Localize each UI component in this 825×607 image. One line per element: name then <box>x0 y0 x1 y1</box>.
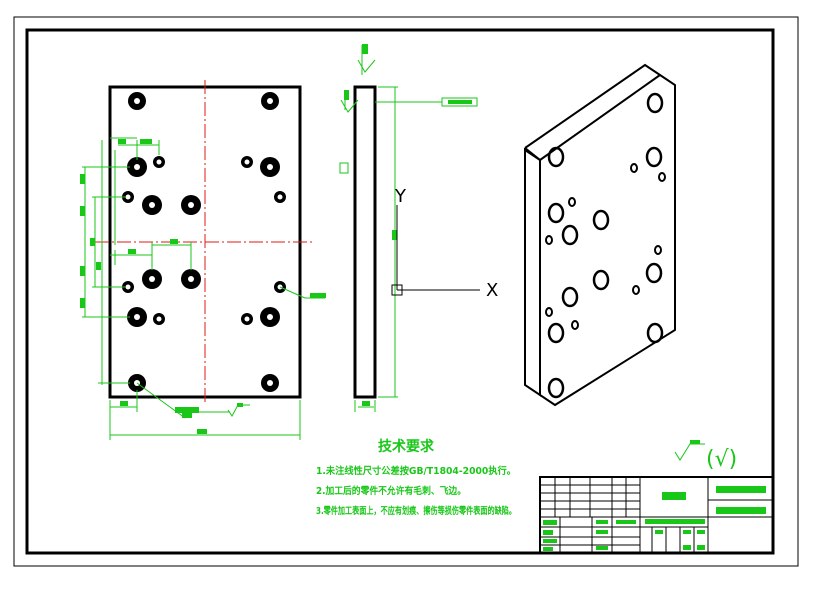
title-block[interactable] <box>539 476 774 554</box>
ucs-icon: Y X <box>391 186 498 301</box>
roughness-note: (√) <box>706 447 737 472</box>
front-view[interactable] <box>80 80 374 440</box>
roughness-symbol: (√) <box>674 440 737 472</box>
side-view-outline <box>353 85 377 399</box>
isometric-view[interactable] <box>524 63 676 407</box>
sheet-inner-border <box>25 28 775 555</box>
tech-req-item-3: 3.零件加工表面上，不应有划痕、擦伤等损伤零件表面的缺陷。 <box>316 505 516 517</box>
ucs-y-label: Y <box>394 186 407 207</box>
iso-small-holes <box>545 163 666 330</box>
tech-req-title: 技术要求 <box>378 438 435 455</box>
front-view-dim-labels <box>80 139 326 434</box>
side-view-dimensions <box>339 45 478 412</box>
ucs-x-label: X <box>486 280 498 301</box>
tech-req-item-1: 1.未注线性尺寸公差按GB/T1804-2000执行。 <box>316 465 516 477</box>
side-view[interactable] <box>339 44 478 412</box>
technical-requirements: 技术要求 1.未注线性尺寸公差按GB/T1804-2000执行。 2.加工后的零… <box>316 438 516 517</box>
side-view-labels <box>344 44 472 406</box>
holes-small-inner <box>125 159 283 322</box>
front-view-dimensions <box>82 137 374 440</box>
iso-holes <box>547 92 664 399</box>
tech-req-item-2: 2.加工后的零件不允许有毛刺、飞边。 <box>316 485 466 497</box>
